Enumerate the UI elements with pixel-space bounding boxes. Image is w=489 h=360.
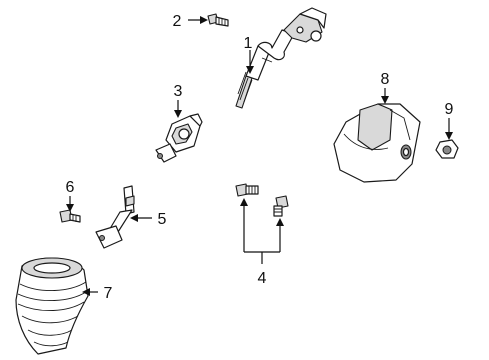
callout-5: 5 xyxy=(158,211,167,228)
callout-labels: 1 2 3 4 5 6 7 8 9 xyxy=(66,13,454,302)
dust-boot xyxy=(15,257,89,355)
callout-6: 6 xyxy=(66,179,75,196)
bolt-4b xyxy=(273,195,289,217)
callout-9: 9 xyxy=(445,101,454,118)
callout-8: 8 xyxy=(381,71,390,88)
callout-3: 3 xyxy=(174,83,183,100)
column-cover xyxy=(333,103,421,183)
universal-joint xyxy=(155,113,203,163)
callout-1: 1 xyxy=(244,35,253,52)
leader-lines xyxy=(66,16,453,296)
callout-4: 4 xyxy=(258,270,267,287)
bolt-6 xyxy=(59,209,81,223)
lower-shaft xyxy=(95,185,135,249)
intermediate-shaft xyxy=(235,7,327,109)
callout-7: 7 xyxy=(104,285,113,302)
bolt-4a xyxy=(235,183,259,197)
clip-9 xyxy=(435,139,459,159)
callout-2: 2 xyxy=(173,13,182,30)
bolt-2 xyxy=(207,13,229,27)
